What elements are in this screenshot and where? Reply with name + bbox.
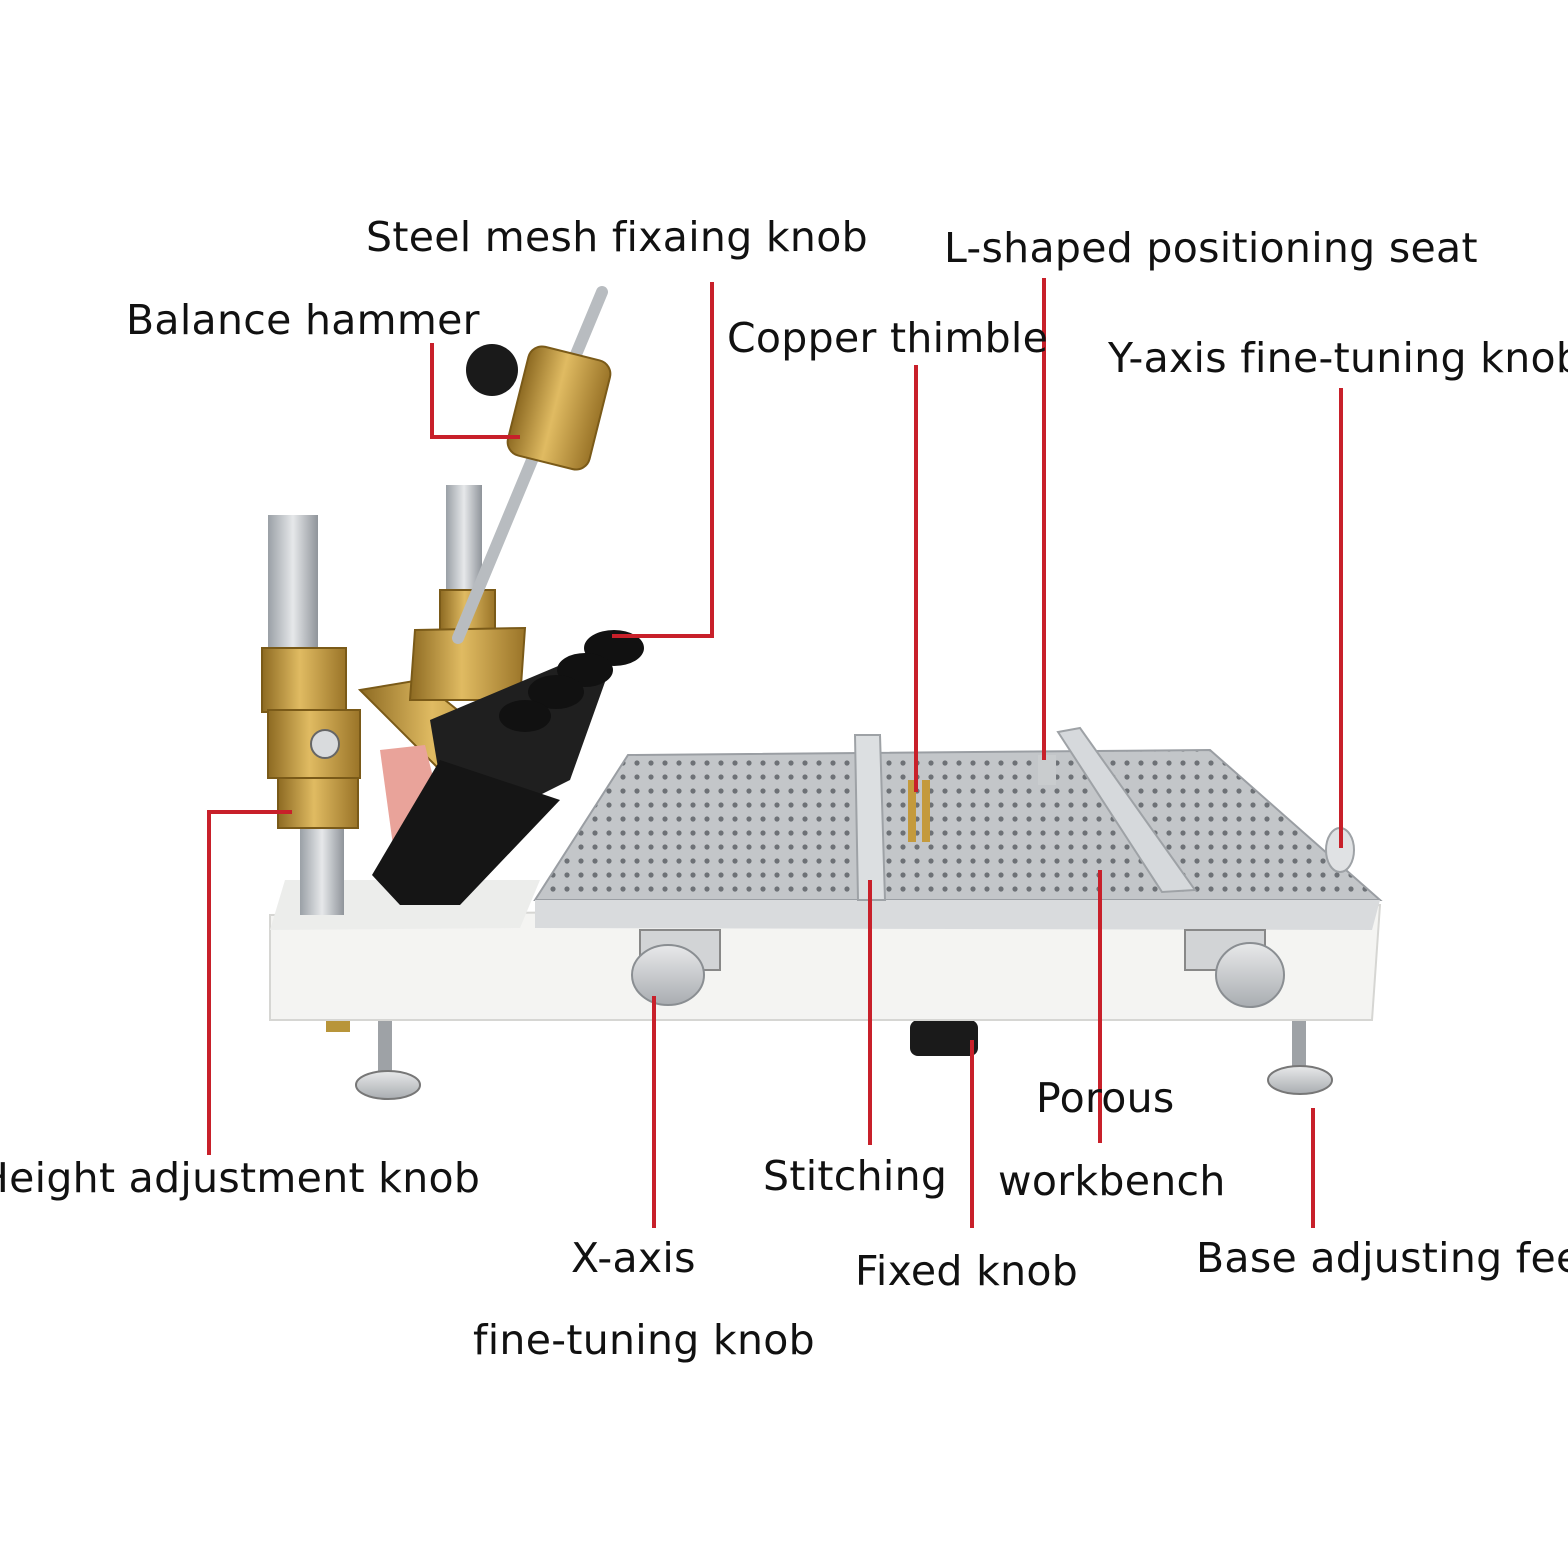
label-steel-mesh-knob: Steel mesh fixaing knob [366, 213, 868, 261]
l-shaped-rails [853, 726, 1197, 901]
label-height-knob: Height adjustment knob [0, 1154, 481, 1202]
label-copper-thimble: Copper thimble [727, 314, 1049, 362]
label-x-axis-line2: fine-tuning knob [473, 1316, 815, 1364]
label-l-shaped-seat: L-shaped positioning seat [944, 224, 1478, 272]
base-foot-left [326, 1020, 421, 1100]
leader-height-knob [207, 810, 292, 1155]
label-balance-hammer: Balance hammer [126, 296, 480, 344]
x-axis-knob-shape [631, 929, 721, 1006]
label-y-axis-knob: Y-axis fine-tuning knob [1108, 334, 1568, 382]
height-adjustment-assembly [261, 485, 496, 915]
leader-balance-hammer [430, 343, 520, 439]
leader-steel-mesh-knob [612, 282, 714, 638]
fixed-knob-shape [910, 1020, 978, 1056]
label-base-feet: Base adjusting feet [1196, 1234, 1568, 1282]
leader-lines [207, 278, 1343, 1228]
steel-mesh-knobs [499, 630, 644, 732]
porous-plate [533, 748, 1383, 930]
label-fixed-knob: Fixed knob [855, 1247, 1079, 1295]
label-porous-line2: workbench [998, 1157, 1226, 1205]
base-foot-right [1267, 1020, 1333, 1095]
label-x-axis-line1: X-axis [571, 1234, 696, 1282]
balance-hammer-shape [452, 286, 612, 644]
label-stitching: Stitching [763, 1152, 948, 1200]
y-axis-knob-side [1184, 827, 1355, 1008]
label-porous-line1: Porous [1036, 1074, 1175, 1122]
copper-thimble-shape [908, 780, 930, 842]
